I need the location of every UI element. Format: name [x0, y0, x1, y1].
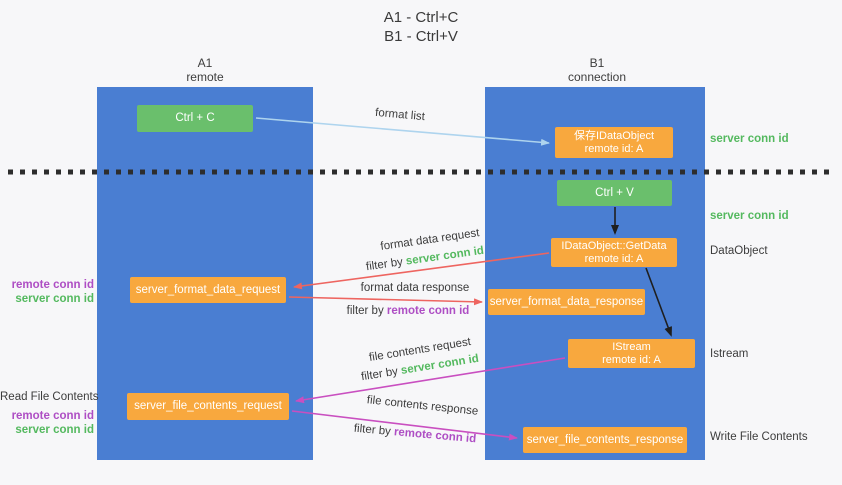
node-save-idataobject-line2: remote id: A: [584, 142, 644, 155]
node-ctrl-c-label: Ctrl + C: [175, 112, 215, 124]
node-ctrl-v: Ctrl + V: [557, 180, 672, 206]
node-ctrl-c: Ctrl + C: [137, 105, 253, 132]
filter-key-remote-conn-id: remote conn id: [393, 426, 477, 446]
lifeline-a1-name: A1: [197, 56, 213, 70]
title-line-2: B1 - Ctrl+V: [384, 28, 458, 45]
node-getdata: IDataObject::GetData remote id: A: [551, 238, 677, 267]
edge-label-file-contents-response: file contents response: [366, 394, 479, 418]
annotation-server-conn-id-top: server conn id: [710, 133, 789, 145]
node-getdata-line2: remote id: A: [584, 252, 644, 265]
node-server-format-data-request: server_format_data_request: [130, 277, 286, 303]
lifeline-a1-subtitle: remote: [186, 70, 224, 84]
node-server-format-data-request-label: server_format_data_request: [135, 283, 281, 296]
node-server-format-data-response: server_format_data_response: [488, 289, 645, 315]
filter-key-remote-conn-id: remote conn id: [386, 305, 470, 317]
annotation-server-conn-id-mid: server conn id: [710, 210, 789, 222]
diagram-title: A1 - Ctrl+C B1 - Ctrl+V: [0, 8, 842, 46]
node-server-file-contents-response: server_file_contents_response: [523, 427, 687, 453]
node-save-idataobject-line1: 保存IDataObject: [573, 129, 655, 142]
edge-label-file-contents-response-filter: filter by remote conn id: [345, 422, 486, 446]
annotation-dataobject: DataObject: [710, 245, 768, 257]
edge-label-format-list: format list: [374, 106, 426, 124]
lifeline-a1-header: A1 remote: [145, 56, 265, 84]
annotation-server-conn-id-1: server conn id: [15, 293, 94, 305]
filter-by-text: filter by: [353, 422, 395, 439]
lifeline-b1-subtitle: connection: [567, 70, 627, 84]
node-server-file-contents-request: server_file_contents_request: [127, 393, 289, 420]
node-server-format-data-response-label: server_format_data_response: [489, 295, 644, 308]
node-istream-line2: remote id: A: [602, 353, 661, 366]
node-istream-line1: IStream: [612, 340, 651, 353]
annotation-remote-conn-id-2: remote conn id: [11, 410, 94, 422]
annotation-server-conn-id-2: server conn id: [15, 424, 94, 436]
node-ctrl-v-label: Ctrl + V: [595, 186, 634, 199]
node-istream: IStream remote id: A: [568, 339, 695, 368]
lifeline-b1-name: B1: [589, 56, 605, 70]
edge-label-format-data-response: format data response: [360, 282, 470, 294]
node-getdata-line1: IDataObject::GetData: [561, 239, 667, 252]
filter-key-server-conn-id: server conn id: [405, 244, 485, 268]
arrow-format-data-response: [288, 296, 483, 306]
node-server-file-contents-response-label: server_file_contents_response: [526, 433, 684, 446]
node-save-idataobject: 保存IDataObject remote id: A: [555, 127, 673, 158]
annotation-remote-conn-id-1: remote conn id: [11, 279, 94, 291]
annotation-write-file-contents: Write File Contents: [710, 431, 808, 443]
edge-label-format-data-response-filter: filter by remote conn id: [338, 305, 478, 317]
filter-by-text: filter by: [365, 255, 407, 274]
lifeline-b1-header: B1 connection: [537, 56, 657, 84]
annotation-istream: Istream: [710, 348, 749, 360]
filter-by-text: filter by: [346, 305, 387, 317]
node-server-file-contents-request-label: server_file_contents_request: [134, 400, 282, 412]
filter-by-text: filter by: [360, 365, 402, 384]
title-line-1: A1 - Ctrl+C: [383, 9, 459, 26]
annotation-read-file-contents: Read File Contents: [0, 391, 99, 403]
